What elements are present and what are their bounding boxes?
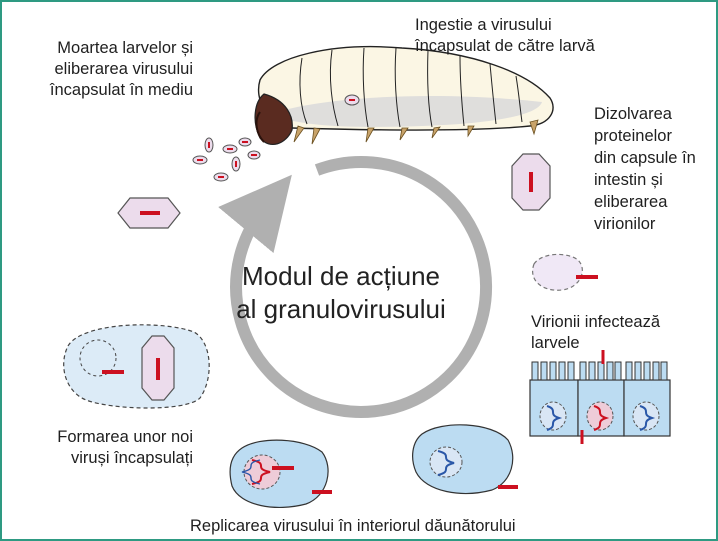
infected-cell-early [413, 425, 518, 494]
released-capsules [193, 138, 260, 181]
capsule-formation [64, 325, 209, 408]
label-ingestion: Ingestie a virusului încapsulat de către… [415, 15, 595, 57]
infected-cell-replication [230, 440, 332, 507]
occlusion-body-vertical [512, 154, 550, 210]
cycle-title: Modul de acțiune al granulovirusului [230, 260, 452, 326]
cycle-title-line1: Modul de acțiune [230, 260, 452, 293]
occlusion-body-horizontal [118, 198, 180, 228]
infected-cells [530, 350, 670, 444]
label-infection: Virionii infectează larvele [531, 312, 660, 354]
label-death-release: Moartea larvelor și eliberarea virusului… [50, 38, 193, 101]
label-formation: Formarea unor noi viruși încapsulați [57, 427, 193, 469]
larva [255, 47, 553, 145]
label-replication: Replicarea virusului în interiorul dăună… [190, 516, 516, 537]
dissolved-capsule [533, 254, 598, 290]
cycle-title-line2: al granulovirusului [230, 293, 452, 326]
label-dissolution: Dizolvarea proteinelor din capsule în in… [594, 103, 696, 235]
